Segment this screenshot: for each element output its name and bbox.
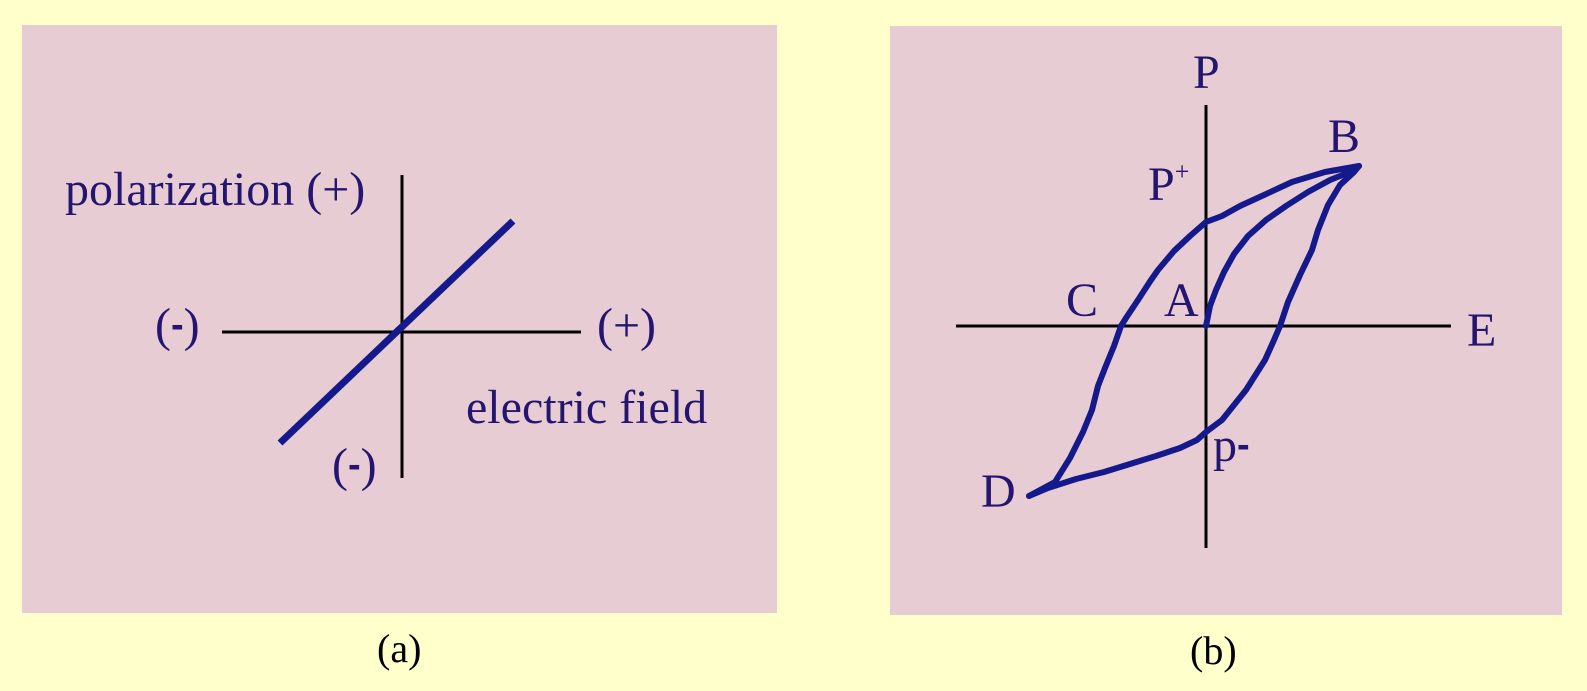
panel-b-hysteresis-loop bbox=[890, 26, 1562, 615]
remanent-negative-label: p- bbox=[1213, 422, 1250, 470]
panel-a-x-positive-label: (+) bbox=[597, 299, 657, 352]
paren-close: ) bbox=[183, 299, 200, 352]
p-plus-superscript: + bbox=[1174, 157, 1190, 186]
panel-a-y-negative-label: (-) bbox=[332, 442, 377, 490]
point-b-label: B bbox=[1328, 110, 1361, 163]
panel-a-y-axis-label: polarization (+) bbox=[65, 166, 365, 214]
panel-a-linear-dielectric bbox=[22, 25, 777, 613]
panel-a-x-negative-label: (-) bbox=[155, 302, 200, 350]
p-plus-base: P bbox=[1148, 158, 1175, 211]
caption-b: (b) bbox=[1190, 628, 1237, 673]
paren-close: ) bbox=[360, 439, 377, 492]
paren-open: ( bbox=[155, 299, 171, 352]
minus-sign: - bbox=[347, 444, 361, 486]
caption-a: (a) bbox=[377, 626, 422, 671]
point-a-label: A bbox=[1164, 274, 1199, 327]
polarization-label: polarization bbox=[65, 163, 295, 216]
minus-sign: - bbox=[170, 304, 184, 346]
electric-field-label: electric field bbox=[466, 381, 708, 434]
paren-open: ( bbox=[332, 439, 348, 492]
point-d-label: D bbox=[981, 465, 1016, 518]
point-c-label: C bbox=[1066, 274, 1099, 327]
e-axis-label: E bbox=[1467, 304, 1497, 357]
remanent-positive-label: P+ bbox=[1148, 158, 1189, 211]
polarization-positive-label: (+) bbox=[306, 163, 366, 216]
p-axis-label: P bbox=[1193, 46, 1220, 99]
p-minus-base: p bbox=[1213, 419, 1237, 472]
p-minus-sign: - bbox=[1237, 424, 1250, 466]
